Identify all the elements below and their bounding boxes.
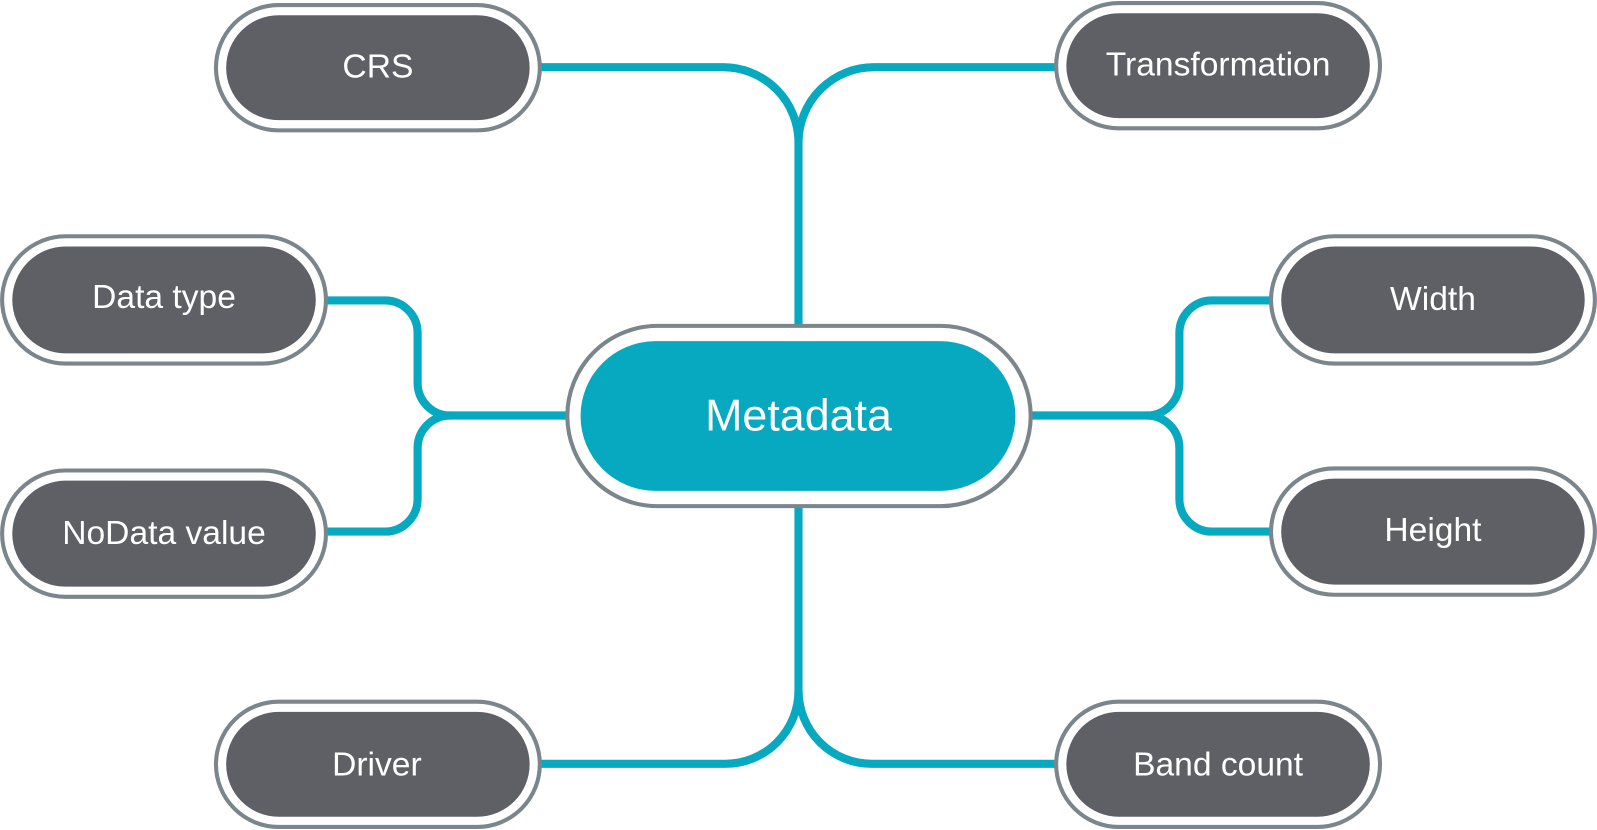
node-crs: CRS	[213, 3, 542, 133]
node-label: Height	[1384, 512, 1482, 549]
connectors	[323, 63, 1274, 768]
connector-band-count	[794, 690, 1057, 768]
node-label: Driver	[332, 746, 422, 783]
node-band-count: Band count	[1054, 699, 1383, 829]
node-width: Width	[1269, 234, 1597, 366]
node-label: Band count	[1133, 746, 1304, 783]
node-data-type: Data type	[0, 234, 328, 366]
connector-data-type	[323, 296, 568, 420]
node-transformation: Transformation	[1054, 1, 1383, 131]
node-driver: Driver	[213, 699, 542, 829]
connector-nodata-value	[323, 411, 451, 536]
connector-height	[1146, 411, 1274, 536]
node-label: Width	[1390, 281, 1476, 318]
connector-crs	[539, 63, 803, 328]
node-label: Transformation	[1106, 47, 1331, 84]
node-label: Data type	[92, 279, 236, 316]
connector-driver	[539, 504, 803, 768]
node-height: Height	[1269, 466, 1597, 597]
node-label: CRS	[342, 49, 413, 86]
node-nodata-value: NoData value	[0, 468, 328, 599]
node-metadata-center: Metadata	[565, 323, 1033, 509]
connector-width	[1030, 296, 1274, 420]
center-label: Metadata	[705, 391, 892, 441]
connector-transformation	[794, 63, 1057, 143]
node-label: NoData value	[62, 515, 266, 552]
